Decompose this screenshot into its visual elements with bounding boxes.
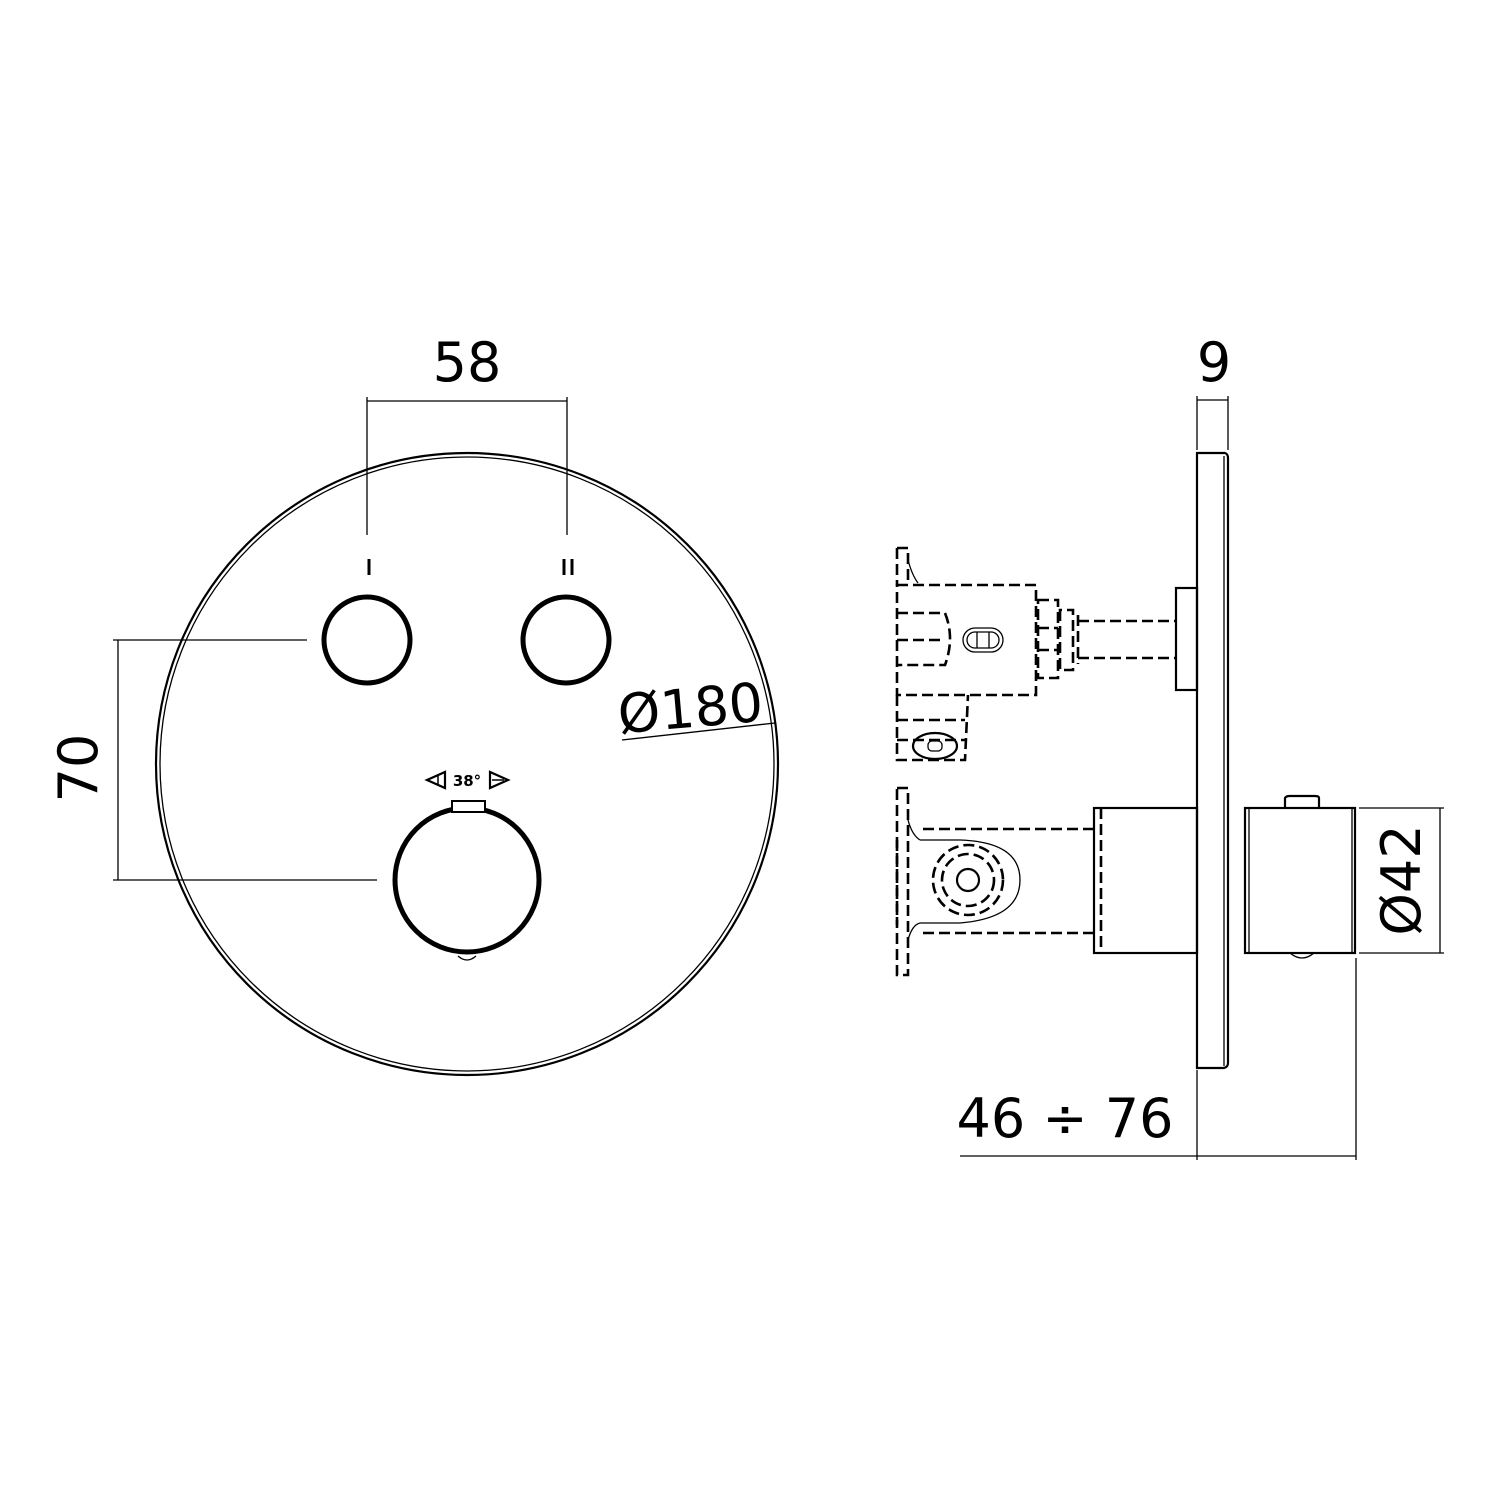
handle-indicator — [457, 955, 477, 961]
rotation-indicator: 38° — [424, 770, 511, 790]
thermostat-body-side — [895, 786, 1357, 977]
trim-plate-outer — [154, 451, 780, 1077]
dimension-180-label: Ø180 — [615, 671, 766, 746]
dimension-46-76-label: 46 ÷ 76 — [956, 1087, 1173, 1150]
arrow-right-icon — [488, 770, 511, 790]
dimension-58-label: 58 — [433, 331, 502, 394]
diverter-body-hidden — [895, 546, 1176, 762]
handle-stop-tab — [451, 800, 486, 813]
dimension-70: 70 — [47, 639, 377, 881]
outlet-connector — [911, 731, 959, 761]
arrow-left-icon — [424, 770, 447, 790]
dimension-42: Ø42 — [1359, 807, 1444, 954]
dimension-9-label: 9 — [1197, 331, 1231, 394]
diverter-knob-1 — [321, 594, 413, 686]
handle-stop-tab-side — [1283, 794, 1321, 808]
front-view: 38° 58 70 Ø180 — [47, 331, 780, 1077]
diverter-knob-2 — [520, 594, 612, 686]
dimension-70-label: 70 — [47, 734, 110, 803]
dimension-46-76: 46 ÷ 76 — [956, 958, 1357, 1160]
dimension-180: Ø180 — [615, 671, 776, 746]
dimension-42-label: Ø42 — [1370, 824, 1433, 935]
trim-plate-side — [1195, 451, 1230, 1070]
trim-plate-inner — [159, 456, 775, 1072]
side-view: 9 Ø42 46 ÷ 76 — [895, 331, 1444, 1160]
diverter-rosette — [1174, 586, 1199, 692]
sleeve-behind-plate — [1092, 806, 1199, 955]
dimension-9: 9 — [1196, 331, 1231, 450]
dimension-58: 58 — [366, 331, 568, 535]
rotation-label: 38° — [453, 772, 481, 790]
spindle-hidden — [931, 843, 1005, 917]
thermostat-handle — [392, 805, 542, 955]
thermostat-handle-side — [1243, 806, 1357, 955]
